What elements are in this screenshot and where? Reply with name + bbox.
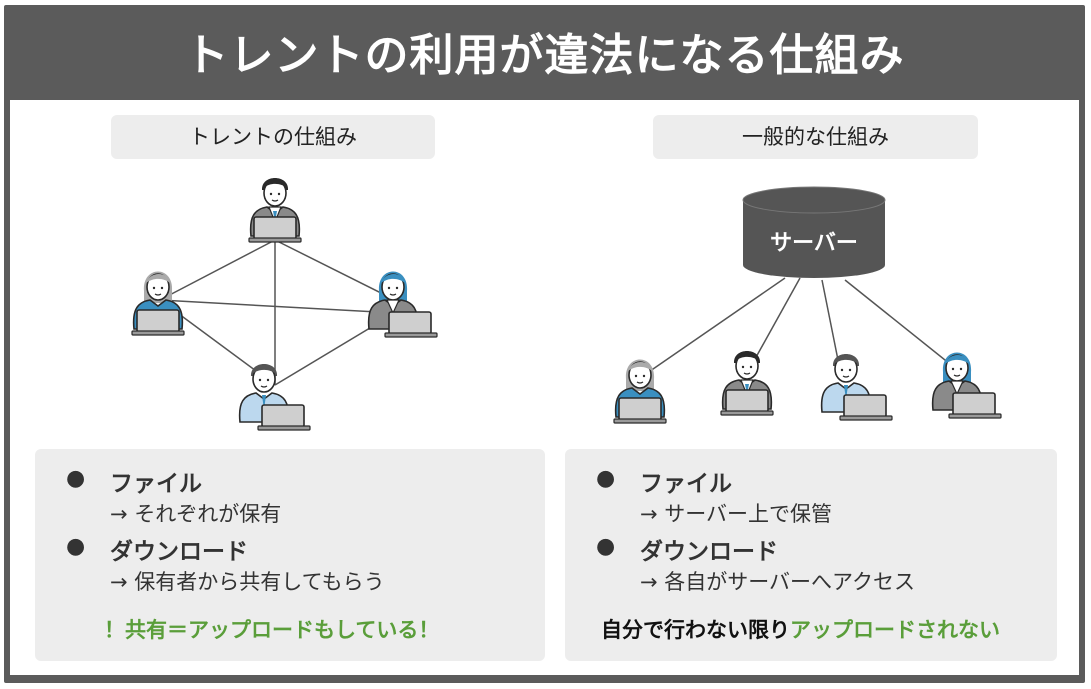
general-heading: 一般的な仕組み: [653, 115, 978, 159]
page-title: トレントの利用が違法になる仕組み: [184, 30, 905, 81]
client-4-icon: [931, 351, 1002, 419]
bullet-dot-icon: ●: [66, 534, 86, 559]
general-item-download-desc: → 各自がサーバーへアクセス: [640, 570, 916, 594]
general-note: 自分で行わない限りアップロードされない: [601, 614, 1000, 644]
client-2-icon: [720, 350, 774, 416]
client-3-icon: [820, 353, 893, 421]
torrent-info-box: [35, 449, 545, 661]
peer-bottom-icon: [238, 363, 311, 431]
peer-right-icon: [367, 270, 438, 338]
torrent-item-file: ファイル: [110, 471, 202, 497]
torrent-heading: トレントの仕組み: [111, 115, 435, 159]
torrent-warning-note: ！共有＝アップロードもしている！: [104, 618, 440, 642]
general-item-download: ダウンロード: [640, 539, 778, 565]
bullet-dot-icon: ●: [66, 466, 86, 491]
general-note-emphasis: アップロードされない: [790, 618, 1000, 642]
torrent-item-download-desc: → 保有者から共有してもらう: [110, 570, 385, 594]
bullet-dot-icon: ●: [596, 534, 616, 559]
general-note-prefix: 自分で行わない限り: [601, 618, 790, 642]
peer-left-icon: [131, 270, 185, 336]
peer-connections: [159, 239, 396, 386]
general-item-file: ファイル: [640, 471, 732, 497]
general-item-file-desc: → サーバー上で保管: [640, 502, 833, 526]
general-info-box: [565, 449, 1057, 661]
client-connections: [639, 277, 956, 379]
torrent-item-download: ダウンロード: [110, 539, 248, 565]
server-database-icon: [742, 186, 886, 278]
torrent-item-file-desc: → それぞれが保有: [110, 502, 282, 526]
bullet-dot-icon: ●: [596, 466, 616, 491]
client-1-icon: [613, 358, 667, 424]
peer-top-icon: [248, 177, 302, 243]
server-label: サーバー: [770, 231, 858, 256]
